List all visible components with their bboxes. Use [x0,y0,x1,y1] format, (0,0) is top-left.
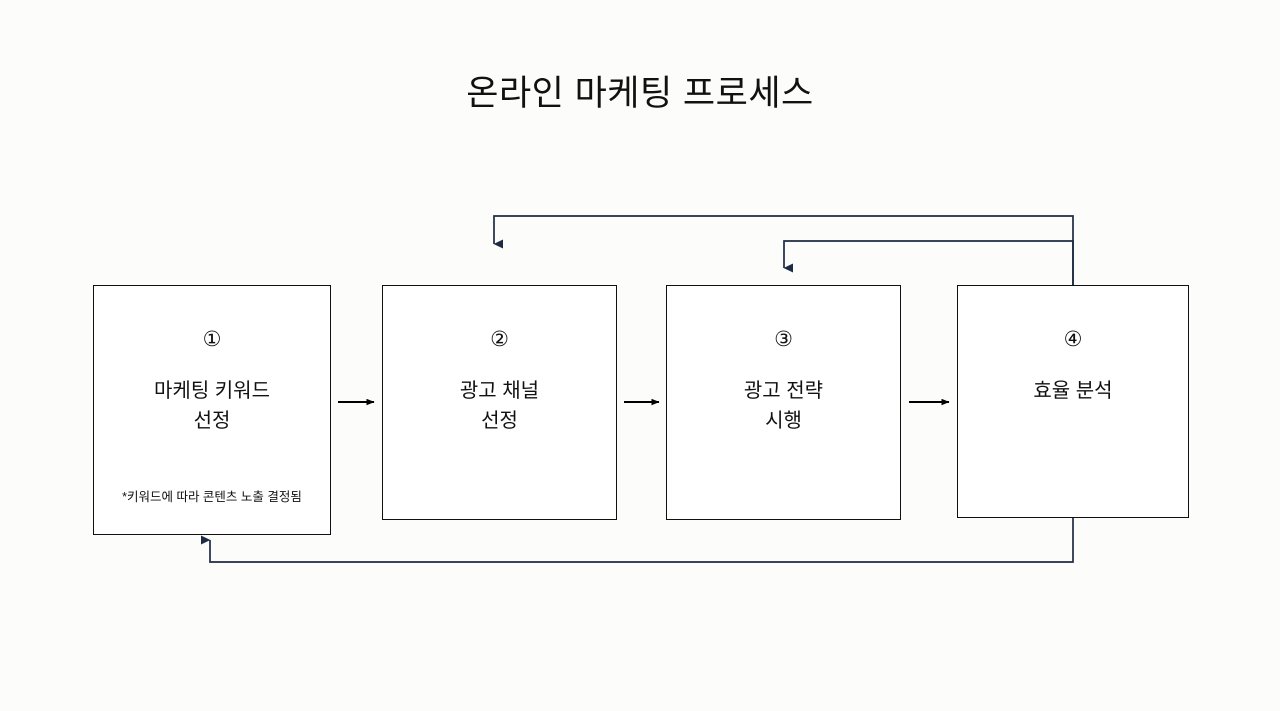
step-number-4: ④ [1063,328,1083,351]
step-number-1: ① [202,328,222,351]
arrow-step4-to-step2-loop [493,215,1074,285]
step-label-4: 효율 분석 [1033,380,1113,402]
step-note-1: *키워드에 따라 콘텐츠 노출 결정됨 [122,490,302,504]
process-step-box-2[interactable]: ② 광고 채널 선정 [382,285,617,520]
process-step-box-1[interactable]: ① 마케팅 키워드 선정 *키워드에 따라 콘텐츠 노출 결정됨 [93,285,331,535]
arrow-step4-to-step1-loop [200,518,1074,563]
step-label-2: 광고 채널 선정 [459,380,540,432]
step-number-2: ② [490,328,509,351]
step-label-1: 마케팅 키워드 선정 [154,380,270,432]
step-label-3: 광고 전략 시행 [743,380,824,432]
step-number-3: ③ [774,328,793,351]
arrow-step4-to-step3-loop [783,240,1074,285]
process-step-box-3[interactable]: ③ 광고 전략 시행 [666,285,901,520]
page-title: 온라인 마케팅 프로세스 [466,74,814,113]
process-step-box-4[interactable]: ④ 효율 분석 [957,285,1189,518]
